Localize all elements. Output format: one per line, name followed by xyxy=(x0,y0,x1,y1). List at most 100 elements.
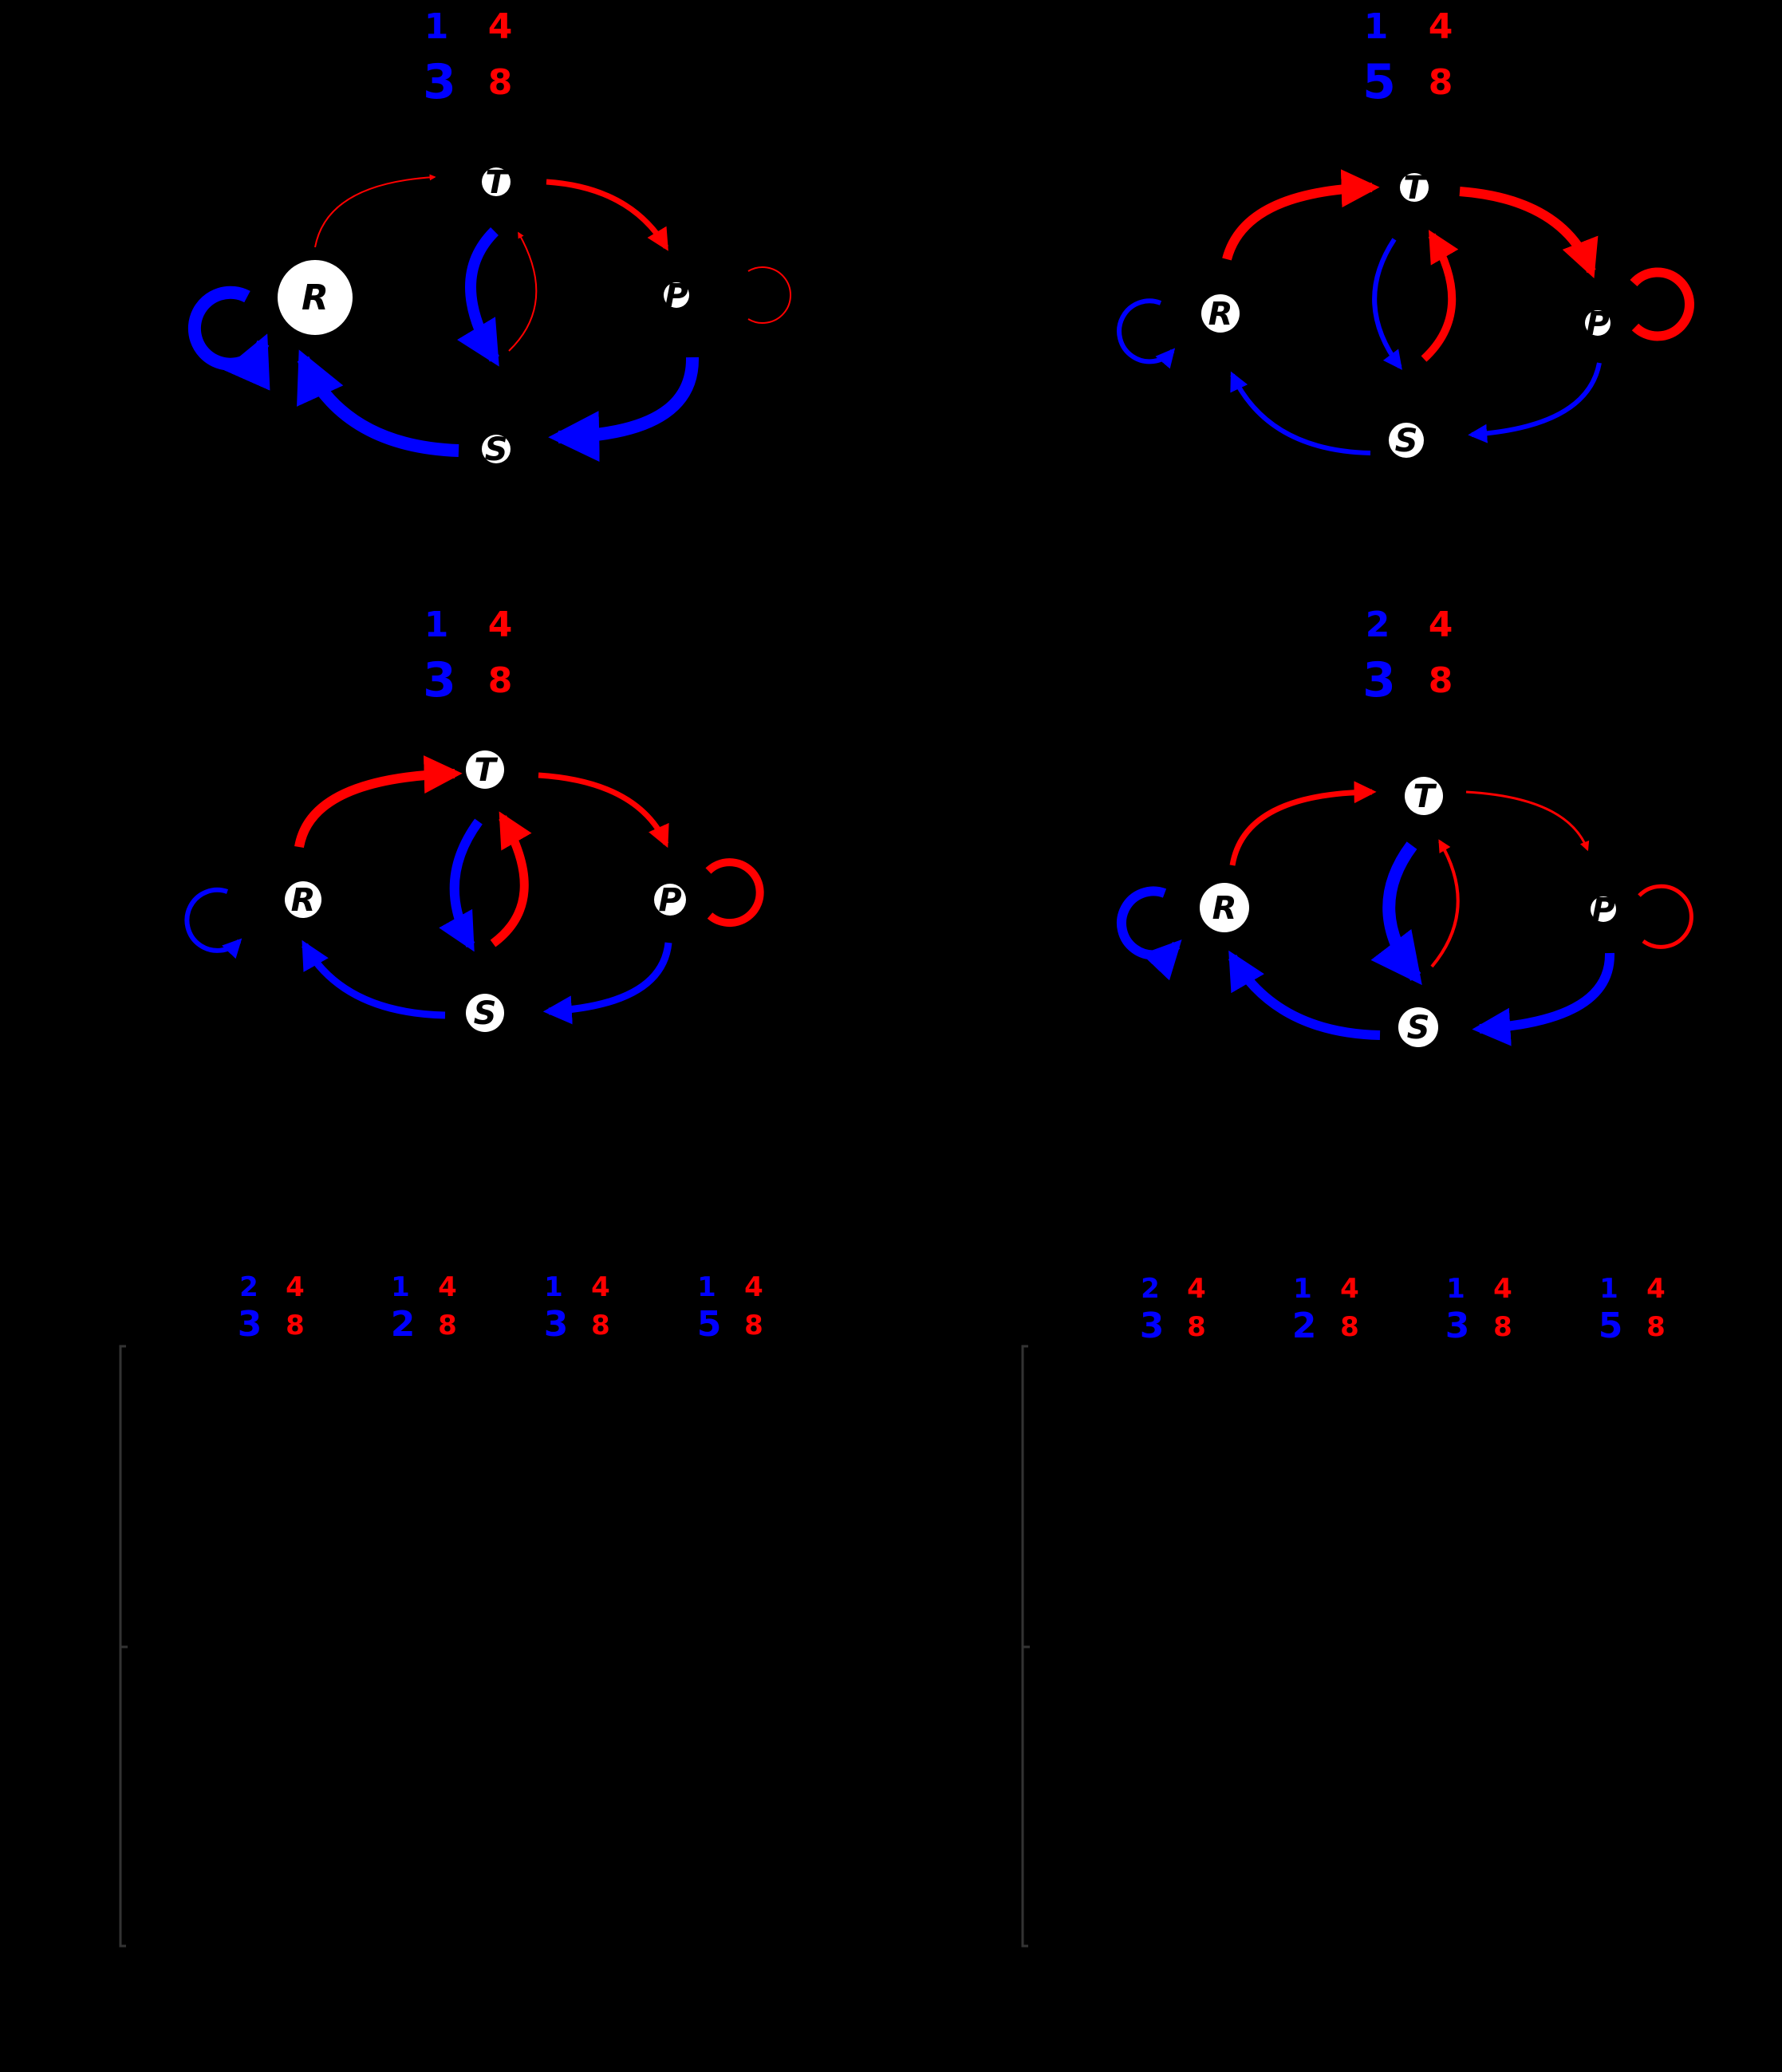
node-r: R xyxy=(285,881,321,919)
bottom-left-label-4: 1 4 5 8 xyxy=(697,1271,763,1345)
edge-p-self xyxy=(1630,267,1694,341)
payoff-label-bottom-right: 8 xyxy=(1429,660,1453,701)
node-t: T xyxy=(1405,777,1443,815)
node-r-label: R xyxy=(1212,890,1237,927)
label-top-left: 1 xyxy=(697,1271,716,1303)
label-bottom-left: 3 xyxy=(1140,1306,1165,1346)
label-top-right: 4 xyxy=(1493,1273,1512,1305)
node-s: S xyxy=(1389,423,1424,459)
node-p-label: P xyxy=(658,882,681,919)
label-bottom-left: 3 xyxy=(1445,1306,1470,1346)
node-s-label: S xyxy=(474,995,497,1032)
payoff-label-bottom-left: 3 xyxy=(423,652,456,708)
payoff-label-bottom-left: 5 xyxy=(1362,54,1396,110)
node-s-label: S xyxy=(1395,423,1418,459)
bottom-left-plot: 2 4 3 8 1 4 2 8 1 4 3 8 1 4 5 8 xyxy=(119,1271,763,1948)
edge-p-self xyxy=(747,266,792,324)
node-r: R xyxy=(278,260,353,335)
edge-s-to-r xyxy=(297,349,459,457)
edge-r-self xyxy=(1117,886,1182,981)
edge-r-to-t xyxy=(1222,169,1380,261)
payoff-label-top-right: 4 xyxy=(488,6,513,47)
edge-p-self xyxy=(1638,884,1693,949)
edge-t-to-s xyxy=(1372,238,1402,370)
edge-r-to-t xyxy=(1229,781,1377,866)
node-p: P xyxy=(1591,892,1616,928)
edge-p-to-s xyxy=(542,942,672,1025)
panel-top-left: 1 4 3 8 T R P S xyxy=(187,6,792,468)
node-r-label: R xyxy=(302,278,329,318)
right-axis-bracket xyxy=(1021,1345,1030,1948)
payoff-label-top-right: 4 xyxy=(1429,6,1453,47)
label-top-right: 4 xyxy=(438,1271,457,1303)
label-bottom-left: 5 xyxy=(1599,1306,1623,1346)
node-r-label: R xyxy=(1208,296,1233,333)
panel-middle-right: 2 4 3 8 T R P S xyxy=(1117,605,1693,1047)
edge-t-to-s xyxy=(1370,841,1422,986)
label-bottom-left: 2 xyxy=(1292,1306,1317,1346)
panel-top-right: 1 4 5 8 T R P S xyxy=(1117,6,1694,459)
left-axis-bracket xyxy=(119,1345,128,1948)
edge-r-self xyxy=(187,286,270,391)
edge-t-to-s xyxy=(439,818,483,952)
edge-t-to-s xyxy=(456,227,500,367)
node-r-label: R xyxy=(291,882,316,919)
label-bottom-left: 2 xyxy=(391,1304,416,1345)
payoff-label-top-left: 1 xyxy=(424,605,449,645)
bottom-right-label-3: 1 4 3 8 xyxy=(1445,1273,1512,1346)
label-top-left: 1 xyxy=(391,1271,410,1303)
edge-p-to-s xyxy=(548,356,700,463)
edge-s-to-t xyxy=(508,231,538,352)
label-top-left: 2 xyxy=(1141,1273,1160,1305)
node-p-label: P xyxy=(1586,305,1609,342)
node-s: S xyxy=(482,431,511,468)
label-bottom-left: 3 xyxy=(544,1304,569,1345)
label-top-right: 4 xyxy=(744,1271,763,1303)
payoff-label-top-right: 4 xyxy=(1429,605,1453,645)
label-bottom-right: 8 xyxy=(1340,1311,1359,1343)
bottom-right-label-2: 1 4 2 8 xyxy=(1292,1273,1359,1346)
edge-r-to-t xyxy=(294,755,463,849)
payoff-label-top-right: 4 xyxy=(488,605,513,645)
node-p: P xyxy=(1585,305,1611,342)
edge-r-self xyxy=(1117,298,1176,369)
node-r: R xyxy=(1200,883,1249,932)
label-top-left: 1 xyxy=(1293,1273,1312,1305)
edge-r-to-t xyxy=(314,174,436,248)
edge-t-to-p xyxy=(1465,790,1590,852)
label-bottom-left: 5 xyxy=(697,1304,722,1345)
bottom-left-label-3: 1 4 3 8 xyxy=(544,1271,610,1345)
payoff-label-bottom-left: 3 xyxy=(1362,652,1396,708)
label-top-right: 4 xyxy=(1646,1273,1666,1305)
node-p-label: P xyxy=(1591,892,1614,928)
payoff-label-top-left: 1 xyxy=(424,6,449,47)
node-t: T xyxy=(1400,170,1429,207)
edge-s-to-t xyxy=(490,811,532,947)
node-t: T xyxy=(482,164,511,201)
label-bottom-right: 8 xyxy=(1646,1311,1666,1343)
edge-p-self xyxy=(705,858,764,928)
label-bottom-left: 3 xyxy=(238,1304,262,1345)
label-bottom-right: 8 xyxy=(1493,1311,1512,1343)
label-bottom-right: 8 xyxy=(591,1310,610,1341)
node-s-label: S xyxy=(485,431,508,468)
edge-t-to-p xyxy=(546,179,669,251)
node-t-label: T xyxy=(474,752,498,789)
edge-s-to-r xyxy=(1230,371,1371,455)
payoff-label-bottom-right: 8 xyxy=(488,62,513,103)
edge-s-to-t xyxy=(1421,230,1459,362)
node-t-label: T xyxy=(1403,170,1427,207)
bottom-left-label-1: 2 4 3 8 xyxy=(238,1271,305,1345)
bottom-right-label-1: 2 4 3 8 xyxy=(1140,1273,1206,1346)
node-s-label: S xyxy=(1407,1010,1430,1046)
node-s: S xyxy=(466,994,504,1032)
node-t-label: T xyxy=(485,164,509,201)
bottom-right-label-4: 1 4 5 8 xyxy=(1599,1273,1666,1346)
node-p-label: P xyxy=(664,278,688,314)
payoff-label-top-left: 1 xyxy=(1364,6,1389,47)
label-bottom-right: 8 xyxy=(286,1310,305,1341)
label-top-right: 4 xyxy=(591,1271,610,1303)
edge-p-to-s xyxy=(1468,362,1602,443)
label-bottom-right: 8 xyxy=(438,1310,457,1341)
